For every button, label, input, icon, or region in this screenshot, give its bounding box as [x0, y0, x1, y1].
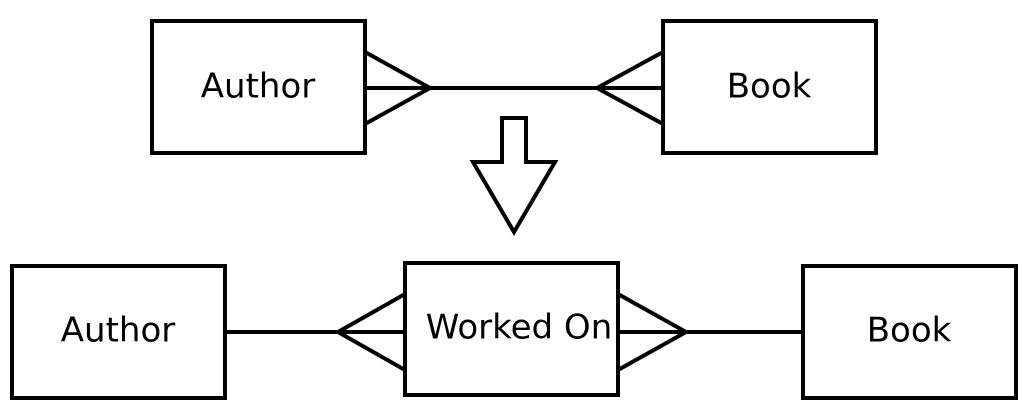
- bottom-row: Author Worked On Book: [10, 261, 1018, 400]
- top-author-label: Author: [201, 67, 315, 107]
- top-author-crows-foot-icon: [364, 50, 431, 126]
- worked-on-left-crows-foot-icon: [337, 292, 406, 372]
- top-row: Author Book: [150, 19, 878, 155]
- worked-on-right-crows-foot-icon: [617, 292, 687, 372]
- bottom-author-label: Author: [61, 311, 175, 351]
- down-arrow-icon: [469, 116, 559, 236]
- worked-on-entity-box: [403, 261, 620, 397]
- bottom-book-label: Book: [867, 311, 952, 351]
- top-book-crows-foot-icon: [596, 50, 664, 126]
- top-author-entity-box: [150, 19, 367, 155]
- top-book-entity-box: [661, 19, 878, 155]
- bottom-author-entity-box: [10, 264, 227, 400]
- top-book-label: Book: [727, 67, 812, 107]
- worked-on-label: Worked On: [426, 308, 613, 348]
